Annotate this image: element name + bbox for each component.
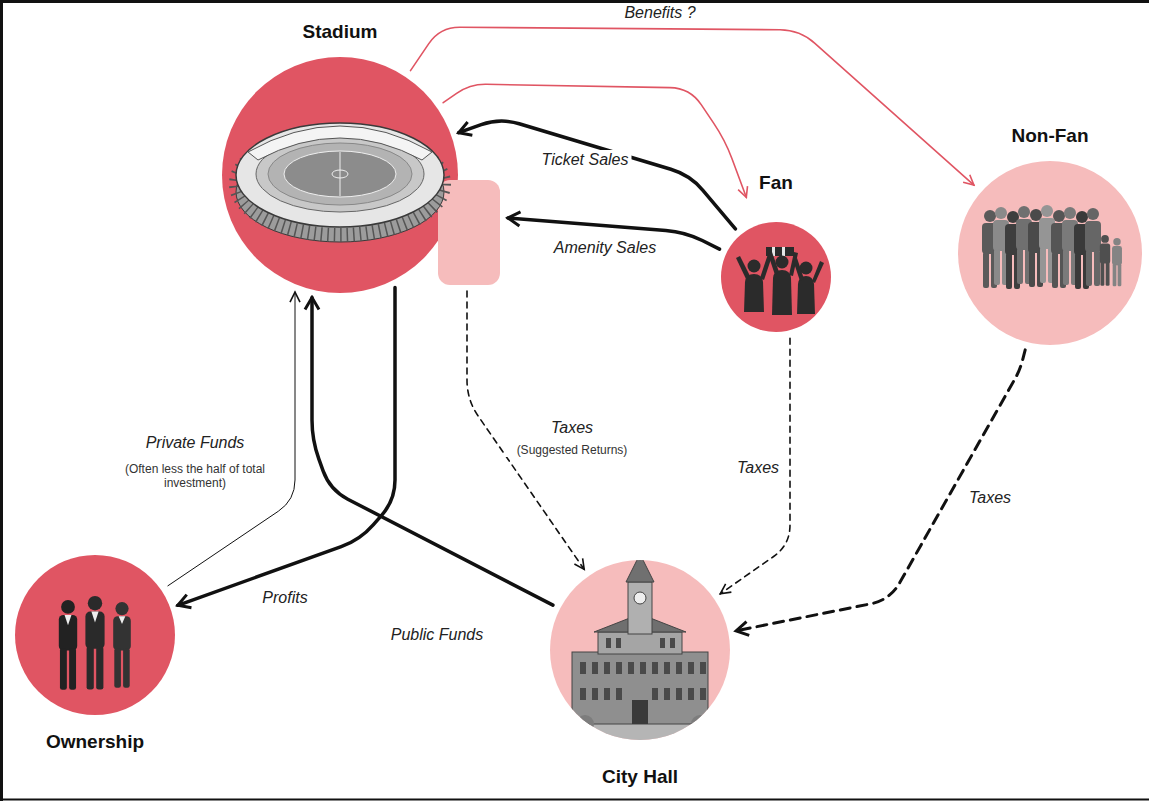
non-fan-picture <box>982 205 1122 289</box>
edge-label: Benefits ? <box>621 3 698 23</box>
ownership-disc <box>15 555 175 715</box>
circle-node: City Hall <box>550 560 730 740</box>
edge-label: Private Funds <box>143 433 248 453</box>
edge-label: Amenity Sales <box>551 238 659 258</box>
node-outline <box>958 161 1142 345</box>
circle-node: Non-Fan <box>958 161 1142 345</box>
edge-label: Taxes <box>734 458 782 478</box>
node-heading: Stadium <box>303 21 378 43</box>
amenity-block <box>438 180 500 285</box>
node-circle <box>222 57 458 293</box>
node-discs <box>15 57 1142 740</box>
city-hall-picture <box>520 545 760 751</box>
node-circle <box>721 222 831 332</box>
edge-label: Ticket Sales <box>539 150 632 170</box>
node-heading: Ownership <box>46 731 144 753</box>
note-label: (Suggested Returns) <box>505 443 639 457</box>
node-circle <box>958 161 1142 345</box>
edge-label: Taxes <box>966 488 1014 508</box>
node-heading: Non-Fan <box>1011 125 1088 147</box>
ownership-picture <box>59 596 131 690</box>
node-outline <box>721 222 831 332</box>
node-heading: City Hall <box>602 766 678 788</box>
stadium-disc <box>222 57 458 293</box>
flow-arrow <box>411 27 974 185</box>
node-outline <box>222 57 458 293</box>
fan-disc <box>721 222 831 332</box>
circle-node: Stadium <box>222 57 458 293</box>
node-circle <box>550 560 730 740</box>
node-heading: Fan <box>759 172 793 194</box>
city-hall-disc <box>550 560 730 740</box>
circle-node: Fan <box>721 222 831 332</box>
flow-arrow <box>443 84 746 197</box>
stadium-picture <box>236 123 444 242</box>
note-label: (Often less the half of total investment… <box>108 462 282 490</box>
flow-arrow <box>720 338 790 594</box>
node-outline <box>15 555 175 715</box>
edge-label: Public Funds <box>388 625 487 645</box>
flow-arrow <box>736 350 1025 631</box>
flow-arrow <box>459 121 736 229</box>
fan-picture <box>736 247 824 315</box>
edge-label: Profits <box>259 588 310 608</box>
circle-node: Ownership <box>15 555 175 715</box>
node-circle <box>15 555 175 715</box>
edge-label: Taxes <box>548 418 596 438</box>
node-outline <box>550 560 730 740</box>
non-fan-disc <box>958 161 1142 345</box>
